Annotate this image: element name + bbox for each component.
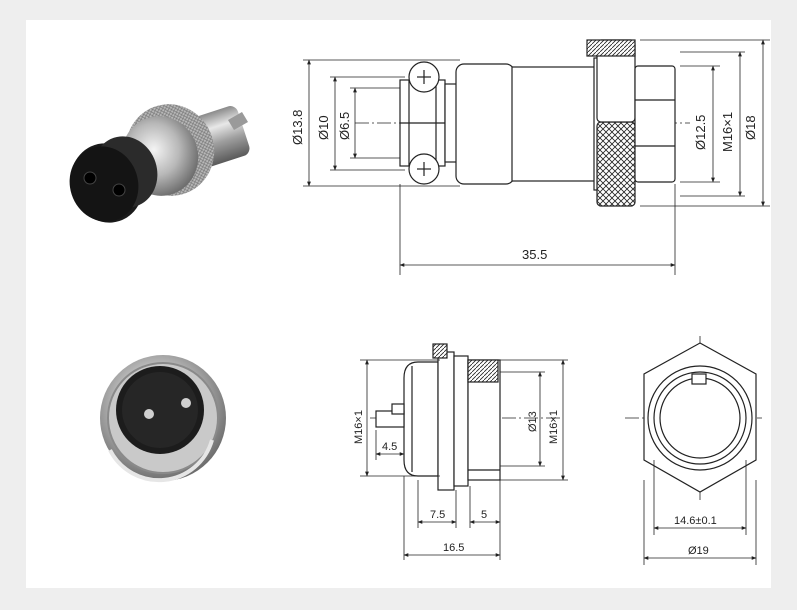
dim-7-5: 7.5 <box>430 509 445 521</box>
top-dimension-lines <box>303 39 770 275</box>
female-plug-photo <box>69 104 250 223</box>
plug-side-view <box>355 39 690 207</box>
dim-4-5: 4.5 <box>382 441 397 453</box>
dim-14-6: 14.6±0.1 <box>674 515 717 527</box>
dim-d6-5: Ø6.5 <box>337 112 352 140</box>
dimension-labels: Ø13.8 Ø10 Ø6.5 Ø12.5 M16×1 Ø18 35.5 M16×… <box>290 110 758 557</box>
dim-m16-top: M16×1 <box>720 112 735 152</box>
dim-m16-right: M16×1 <box>548 410 560 444</box>
dim-5: 5 <box>481 509 487 521</box>
socket-side-view <box>370 343 560 491</box>
hex-nut-end-view <box>625 336 762 500</box>
dim-d13-8: Ø13.8 <box>290 110 305 145</box>
male-socket-photo <box>100 355 226 483</box>
dim-d12-5: Ø12.5 <box>693 115 708 150</box>
dim-d18: Ø18 <box>743 115 758 140</box>
dim-d10: Ø10 <box>316 115 331 140</box>
dim-m16-left: M16×1 <box>353 410 365 444</box>
dim-16-5: 16.5 <box>443 542 464 554</box>
bottom-dimension-lines <box>360 359 568 560</box>
hex-dimension-lines <box>643 460 757 565</box>
dim-d19: Ø19 <box>688 545 709 557</box>
dim-35-5: 35.5 <box>522 247 547 262</box>
dim-d13: Ø13 <box>527 411 539 432</box>
